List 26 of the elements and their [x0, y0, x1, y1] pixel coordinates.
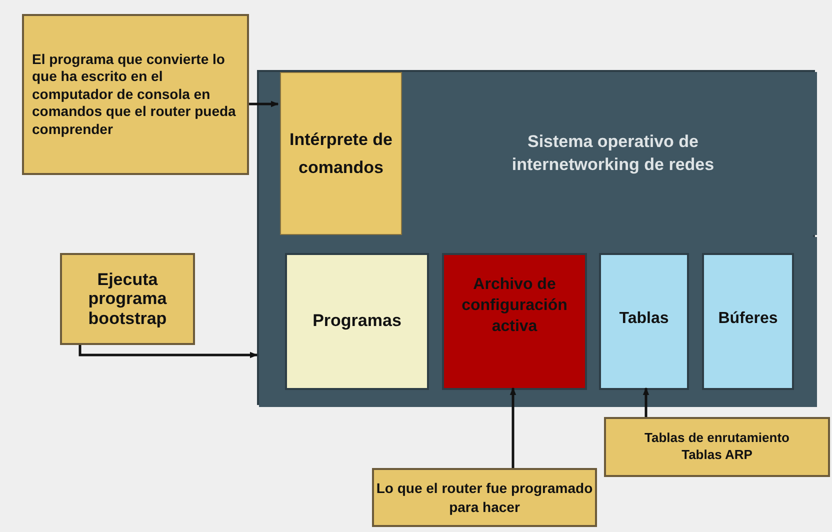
label-text: Ejecuta programa bootstrap	[87, 270, 168, 328]
label-text: Tablas de enrutamiento	[644, 430, 790, 447]
device-panel	[257, 70, 815, 405]
label-text: Tablas ARP	[682, 447, 752, 464]
arrow	[249, 100, 279, 108]
label-text: Programas	[312, 310, 402, 332]
label-text: Tablas	[619, 309, 669, 330]
arrow	[78, 345, 258, 358]
label-text: Archivo de configuración activa	[460, 275, 568, 337]
callout-box	[60, 253, 195, 345]
label-text: Búferes	[718, 309, 778, 330]
label-text: Intérprete de comandos	[288, 129, 394, 178]
arrow	[510, 387, 516, 468]
interpreter-block	[280, 72, 402, 235]
callout-box	[372, 468, 597, 527]
label-text: Sistema operativo de internetworking de redes	[510, 131, 716, 176]
memory-block	[702, 253, 794, 390]
callout-text: El programa que convierte lo que ha escrito en el computador de consola en comandos que el router pueda comprender	[32, 50, 237, 138]
memory-block	[599, 253, 689, 390]
callout-box	[22, 14, 249, 175]
memory-block	[442, 253, 587, 390]
callout-box	[604, 417, 830, 477]
memory-band	[259, 237, 817, 407]
label-text: Lo que el router fue programado para hacer	[375, 479, 594, 516]
arrow	[642, 387, 650, 417]
memory-block	[285, 253, 429, 390]
